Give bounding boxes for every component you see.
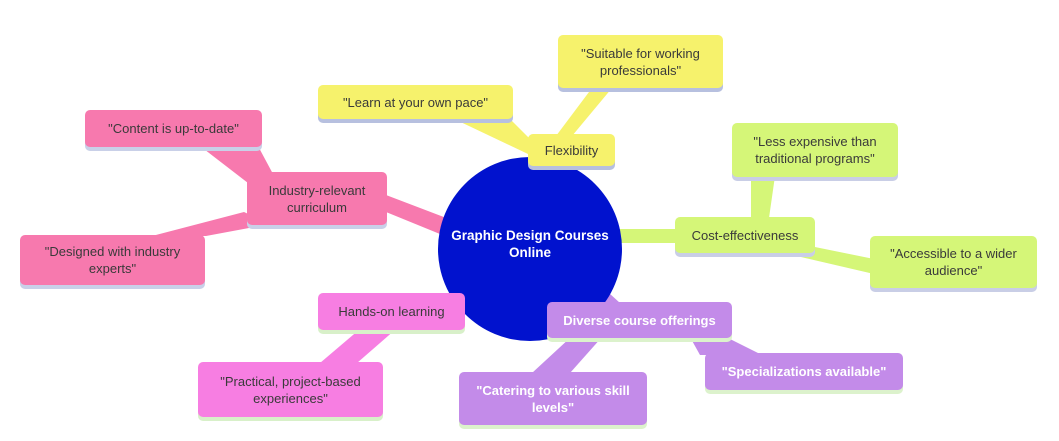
link-catering-to-diverse: [532, 337, 602, 373]
node-designed-with-industry-experts: "Designed with industry experts": [20, 235, 205, 285]
node-label: "Suitable for working professionals": [581, 45, 700, 78]
link-practical-to-handson: [320, 329, 396, 363]
node-less-expensive: "Less expensive than traditional program…: [732, 123, 898, 177]
node-practical-project-based: "Practical, project-based experiences": [198, 362, 383, 417]
node-hands-on-learning: Hands-on learning: [318, 293, 465, 330]
root-label-line2: Online: [508, 245, 551, 260]
root-label-line1: Graphic Design Courses: [451, 228, 609, 243]
node-learn-at-your-own-pace: "Learn at your own pace": [318, 85, 513, 119]
node-label: "Content is up-to-date": [108, 121, 239, 136]
node-label: "Accessible to a wider audience": [890, 246, 1017, 278]
node-label: "Designed with industry experts": [44, 244, 181, 276]
link-accessible-to-cost: [788, 246, 874, 274]
node-cost-effectiveness: Cost-effectiveness: [675, 217, 815, 253]
node-flexibility: Flexibility: [528, 134, 615, 166]
node-content-up-to-date: "Content is up-to-date": [85, 110, 262, 147]
root-node-label: Graphic Design Courses Online: [438, 157, 622, 331]
node-catering-skill-levels: "Catering to various skill levels": [459, 372, 647, 425]
node-label: Industry-relevant curriculum: [268, 182, 366, 215]
node-diverse-course-offerings: Diverse course offerings: [547, 302, 732, 338]
node-label: Flexibility: [544, 142, 599, 158]
node-label: "Learn at your own pace": [342, 94, 489, 110]
node-specializations-available: "Specializations available": [705, 353, 903, 390]
node-label: "Less expensive than traditional program…: [753, 134, 877, 166]
link-less-to-cost: [751, 176, 775, 218]
node-label: Diverse course offerings: [563, 312, 716, 328]
root-node-circle: [438, 157, 622, 341]
link-suitable-to-flexibility: [556, 88, 612, 136]
node-industry-relevant-curriculum: Industry-relevant curriculum: [247, 172, 387, 225]
node-label: Hands-on learning: [338, 304, 445, 319]
link-specializations-to-diverse: [690, 337, 762, 355]
node-label: "Practical, project-based experiences": [220, 373, 361, 406]
link-designed-to-industry: [152, 212, 270, 236]
node-accessible-wider-audience: "Accessible to a wider audience": [870, 236, 1037, 288]
link-learn-to-flexibility: [450, 117, 538, 154]
node-label: "Specializations available": [721, 364, 887, 379]
node-label: "Catering to various skill levels": [476, 382, 630, 415]
node-suitable-for-working-professionals: "Suitable for working professionals": [558, 35, 723, 88]
node-label: Cost-effectiveness: [691, 227, 799, 243]
